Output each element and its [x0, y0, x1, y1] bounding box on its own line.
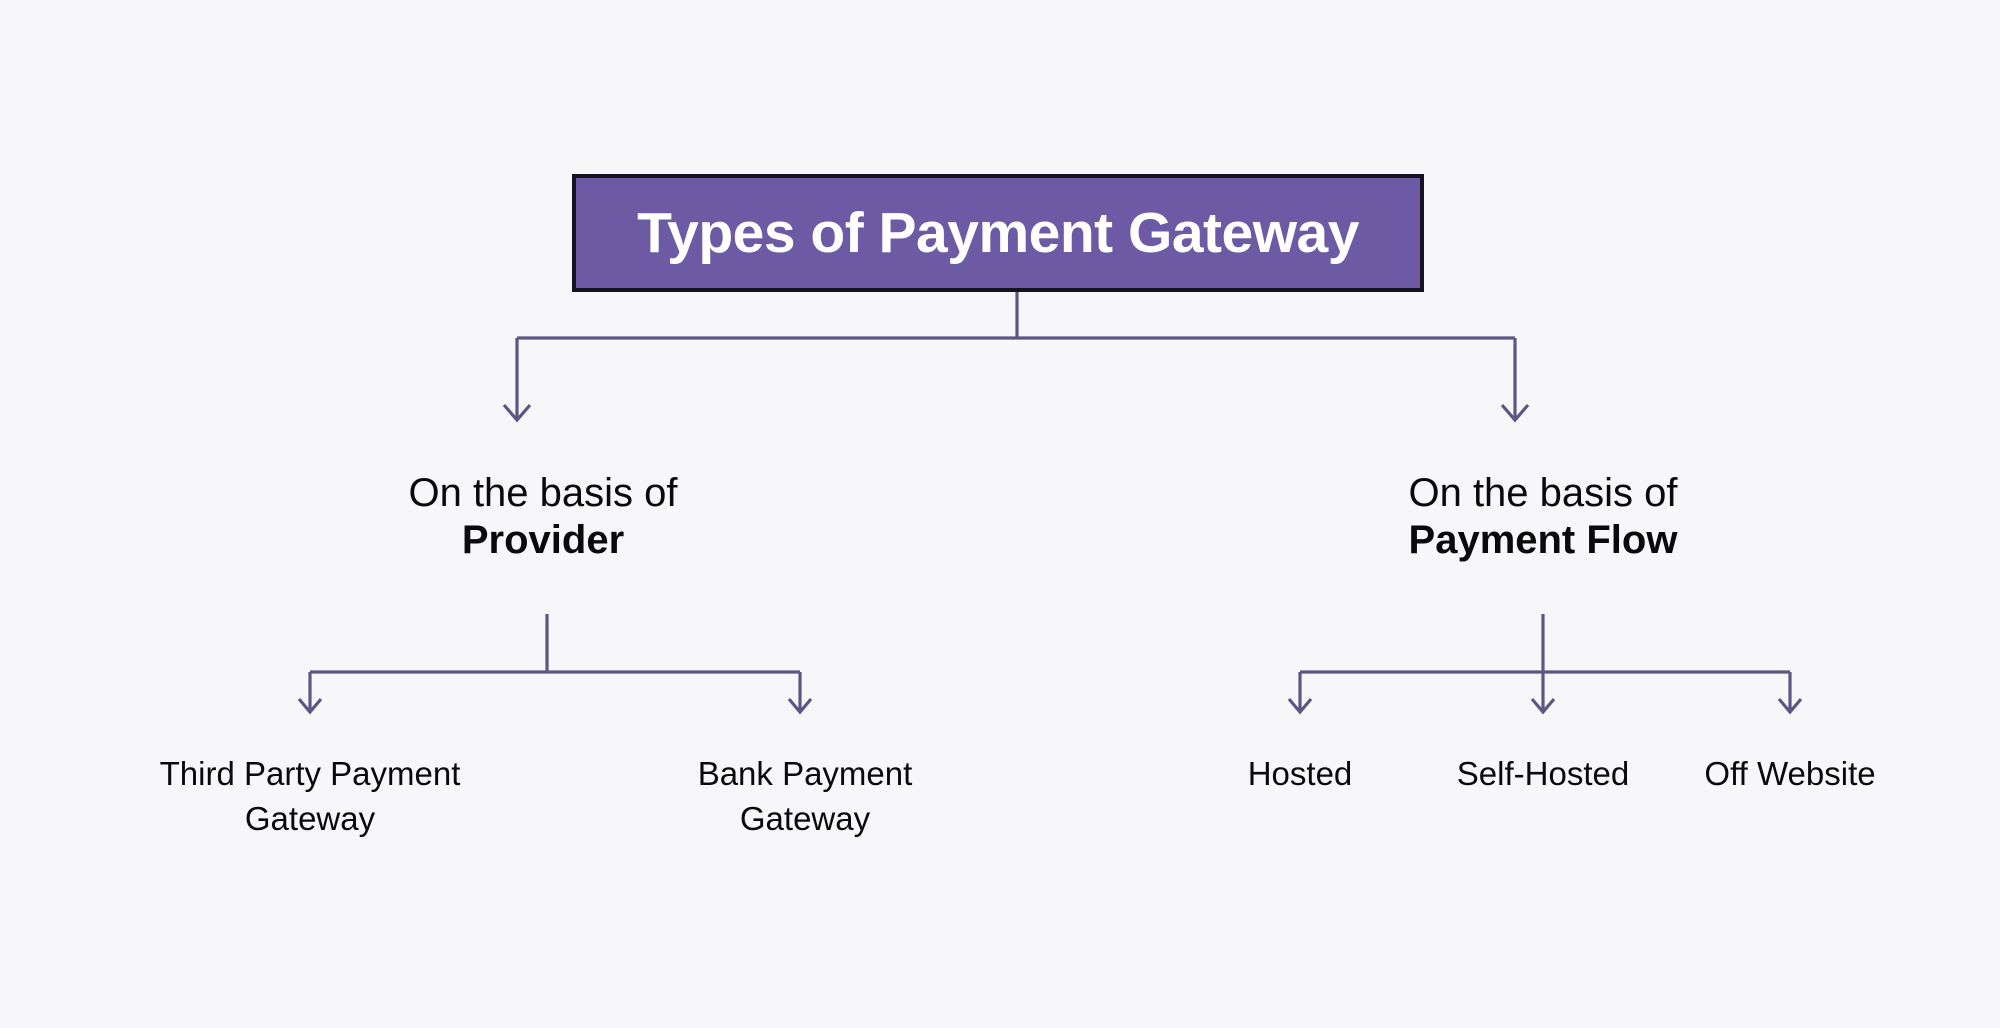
leaf-node-third-party-payment-gateway: Third Party Payment Gateway [60, 752, 560, 841]
root-node-label: Types of Payment Gateway [637, 200, 1359, 265]
leaf-bank-line1: Bank Payment [697, 755, 913, 792]
leaf-node-hosted: Hosted [1110, 752, 1490, 797]
leaf-node-self-hosted: Self-Hosted [1353, 752, 1733, 797]
leaf-third-party-line2: Gateway [244, 799, 376, 837]
leaf-bank-line2: Gateway [739, 799, 871, 837]
arrowhead-to-hosted [1287, 697, 1313, 715]
root-node-types-of-payment-gateway: Types of Payment Gateway [572, 174, 1424, 292]
branch-payment-flow-line1: On the basis of [1408, 471, 1678, 515]
arrowhead-to-off-website [1777, 697, 1803, 715]
branch-provider-line1: On the basis of [408, 471, 678, 515]
leaf-node-off-website: Off Website [1600, 752, 1980, 797]
leaf-hosted-line1: Hosted [1247, 755, 1353, 792]
arrowhead-to-payment-flow [1500, 403, 1530, 423]
arrowhead-to-bank [787, 697, 813, 715]
leaf-third-party-line1: Third Party Payment [159, 755, 461, 792]
branch-node-provider: On the basis of Provider [283, 470, 803, 564]
branch-node-payment-flow: On the basis of Payment Flow [1283, 470, 1803, 564]
branch-payment-flow-line2: Payment Flow [1408, 518, 1678, 563]
leaf-node-bank-payment-gateway: Bank Payment Gateway [555, 752, 1055, 841]
branch-provider-line2: Provider [461, 518, 625, 563]
arrowhead-to-self-hosted [1530, 697, 1556, 715]
arrowhead-to-third-party [297, 697, 323, 715]
leaf-off-website-line1: Off Website [1704, 755, 1876, 792]
leaf-self-hosted-line1: Self-Hosted [1456, 755, 1630, 792]
arrowhead-to-provider [502, 403, 532, 423]
